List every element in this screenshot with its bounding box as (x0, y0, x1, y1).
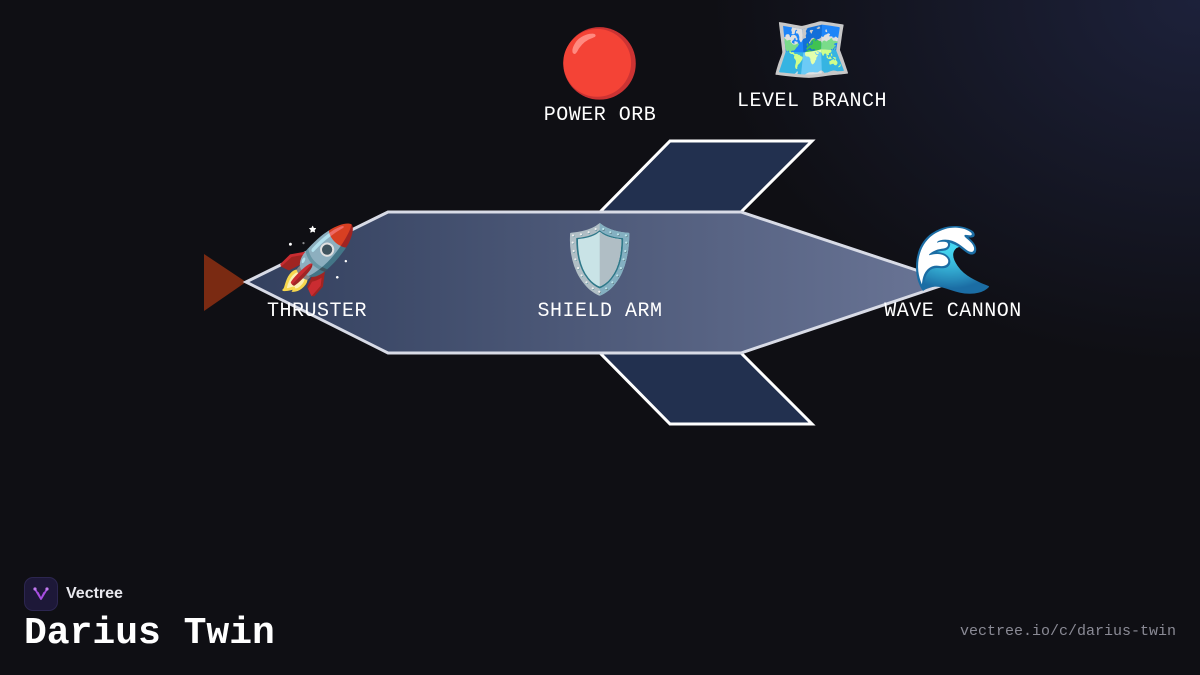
wave-cannon-label: WAVE CANNON (884, 300, 1022, 323)
map-icon: 🗺️ (770, 11, 854, 88)
level-branch-label: LEVEL BRANCH (736, 90, 888, 113)
thruster-label: THRUSTER (266, 300, 367, 323)
shield-icon: 🛡️ (558, 221, 642, 298)
level-branch-node: 🗺️ LEVEL BRANCH (702, 11, 922, 114)
branch-logo-icon (24, 577, 58, 611)
brand-name: Vectree (66, 585, 123, 602)
wave-cannon-node: 🌊 WAVE CANNON (843, 221, 1063, 324)
shield-arm-label: SHIELD ARM (537, 300, 663, 323)
brand[interactable]: Vectree (24, 577, 123, 611)
power-orb-node: 🔴 POWER ORB (490, 25, 710, 128)
page-title: Darius Twin (24, 612, 275, 655)
wave-icon: 🌊 (911, 221, 995, 298)
page-url[interactable]: vectree.io/c/darius-twin (959, 623, 1176, 640)
upper-wing (596, 139, 816, 214)
power-orb-label: POWER ORB (543, 104, 657, 127)
lower-wing (596, 351, 816, 426)
ship-hull (242, 210, 957, 355)
shield-arm-node: 🛡️ SHIELD ARM (490, 221, 710, 324)
red-circle-icon: 🔴 (558, 25, 642, 102)
rocket-icon: 🚀 (275, 221, 359, 298)
exhaust-flame (204, 254, 246, 311)
thruster-node: 🚀 THRUSTER (207, 221, 427, 324)
